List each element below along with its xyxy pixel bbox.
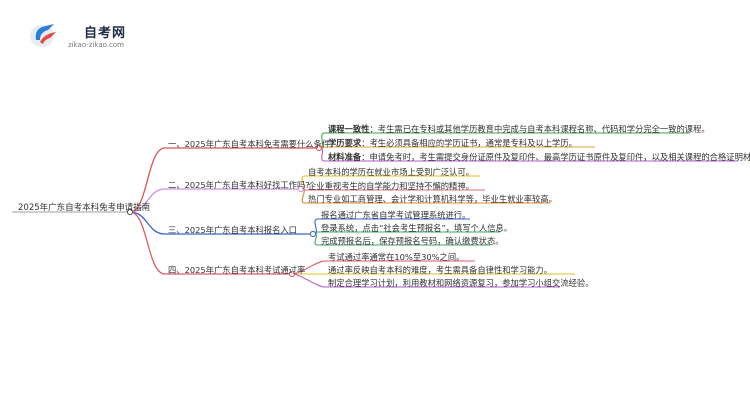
branch-4-label: 四、2025年广东自考本科考试通过率 [168,265,306,275]
branch-3-label: 三、2025年广东自考本科报名入口 [168,225,297,235]
branch-1-item-1: 课程一致性：考生需已在专科或其他学历教育中完成与自考本科课程名称、代码和学分完全… [328,124,710,134]
logo-mark-icon [30,24,56,47]
item-key: 材料准备 [328,152,362,162]
branch-node-dot [297,185,305,193]
branch-connector [129,211,166,235]
root-node: 2025年广东自考本科免考申请指南 [18,203,151,213]
item-key: 课程一致性 [328,124,370,134]
branch-2-label: 二、2025年广东自考本科好找工作吗? [168,180,310,190]
branch-3-item-3: 完成预报名后，保存预报名号码，确认缴费状态。 [321,236,504,246]
item-key: 学历要求 [328,138,362,148]
branch-connector [129,188,166,213]
branch-1-item-2: 学历要求：考生必须具备相应的学历证书，通常是专科及以上学历。 [328,138,577,148]
logo-title: 自考网 [84,26,127,41]
item-text: ：考生需已在专科或其他学历教育中完成与自考本科课程名称、代码和学分完全一致的课程… [369,124,710,134]
branch-4-item-2: 通过率反映自考本科的难度，考生需具备自律性和学习能力。 [328,265,553,275]
root-node-dot [126,208,134,216]
branch-2-item-2: 企业重视考生的自学能力和坚持不懈的精神。 [308,181,474,191]
branch-node-dot [315,144,323,152]
branch-1-label: 一、2025年广东自考本科免考需要什么条件? [168,139,335,149]
item-text: ：考生必须具备相应的学历证书，通常是专科及以上学历。 [361,138,577,148]
item-text: ：申请免考时，考生需提交身份证原件及复印件、最高学历证书原件及复印件，以及相关课… [361,152,750,162]
branch-4-item-3: 制定合理学习计划，利用教材和网络资源复习，参加学习小组交流经验。 [328,278,594,288]
branch-node-dot [309,230,317,238]
branch-connector [129,211,166,275]
branch-3-item-2: 登录系统，点击“社会考生预报名”，填写个人信息。 [321,223,513,233]
branch-4-item-1: 考试通过率通常在10%至30%之间。 [328,252,465,262]
site-logo[interactable]: 自考网 zikao-zikao.com [28,18,168,54]
branch-connector [129,147,166,213]
branch-2-item-1: 自考本科的学历在就业市场上受到广泛认可。 [308,167,474,177]
branch-3-item-1: 报名通过广东省自学考试管理系统进行。 [321,210,471,220]
branch-2-item-3: 热门专业如工商管理、会计学和计算机科学等，毕业生就业率较高。 [308,194,557,204]
leaf-connector [292,273,326,288]
branch-node-dot [288,270,296,278]
logo-url: zikao-zikao.com [68,41,124,49]
branch-1-item-3: 材料准备：申请免考时，考生需提交身份证原件及复印件、最高学历证书原件及复印件，以… [328,152,750,162]
